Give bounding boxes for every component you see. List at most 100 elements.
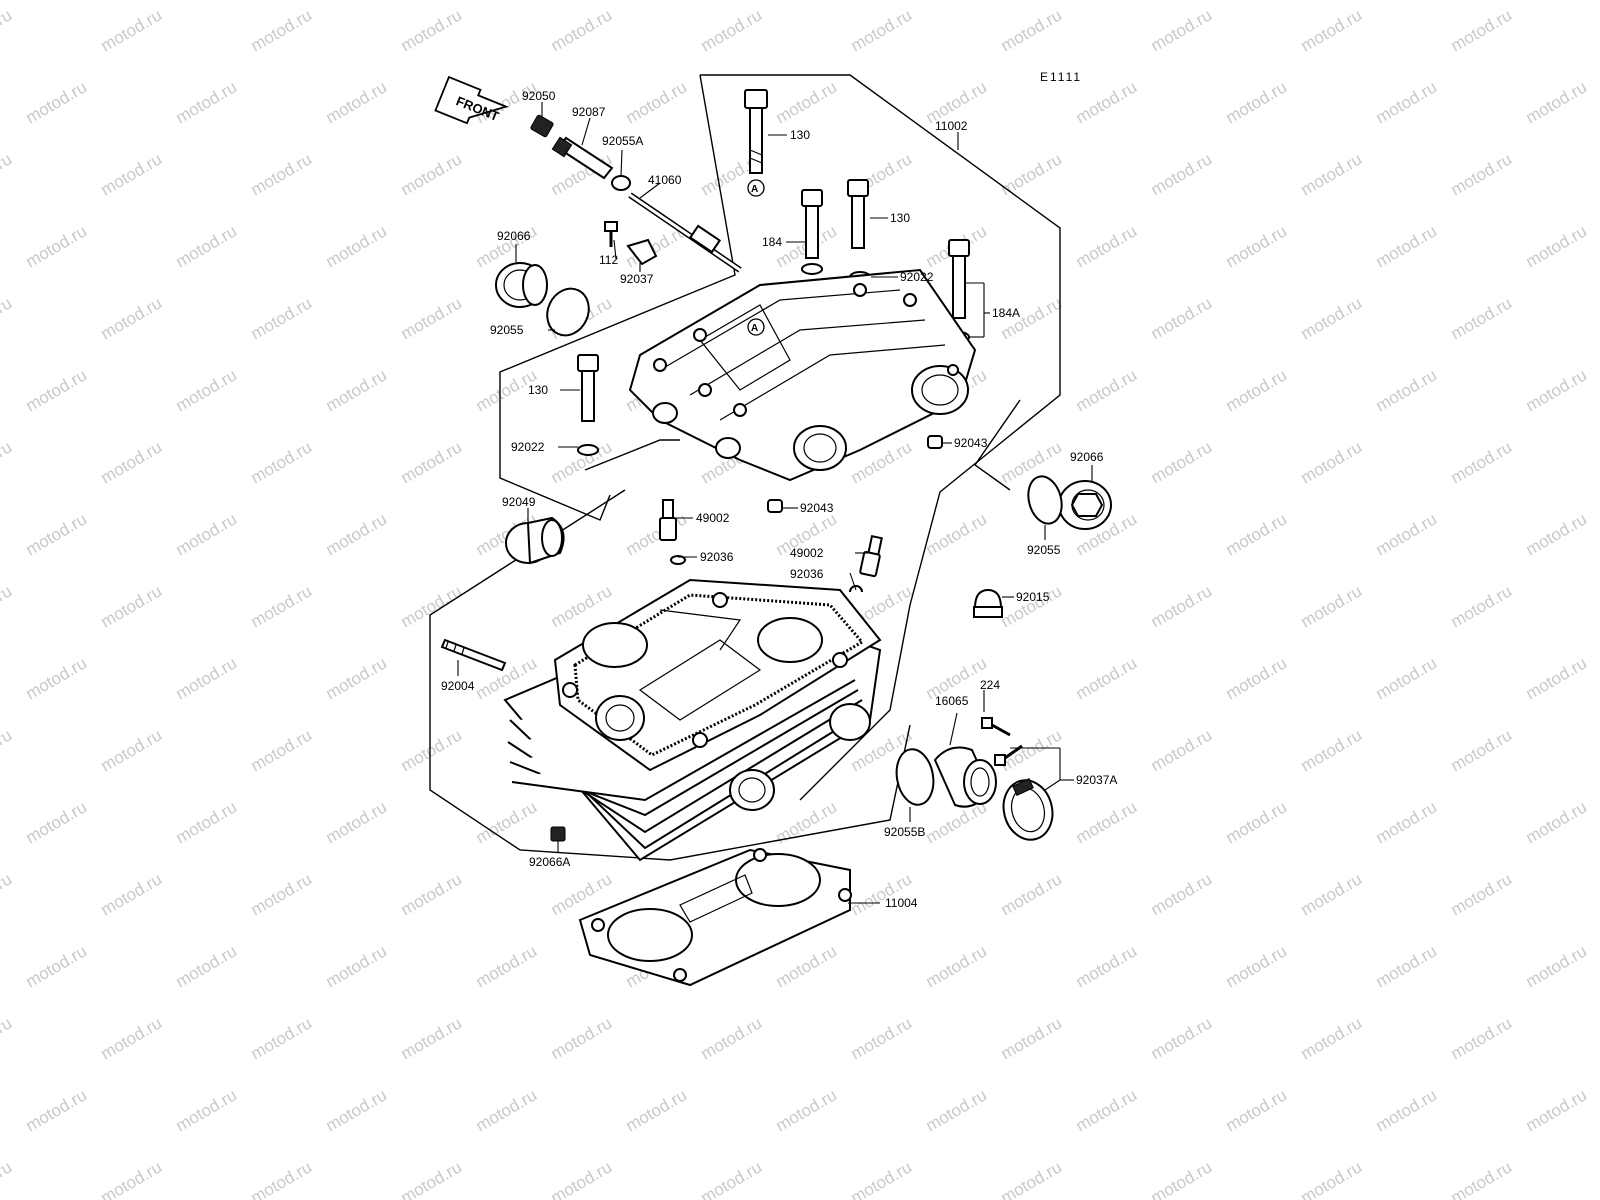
part-92049-plug [505, 516, 565, 565]
watermark-text: motod.ru [998, 437, 1066, 487]
watermark-text: motod.ru [398, 293, 466, 343]
watermark-text: motod.ru [1523, 365, 1591, 415]
watermark-text: motod.ru [1448, 725, 1516, 775]
watermark-text: motod.ru [98, 293, 166, 343]
watermark-text: motod.ru [1448, 869, 1516, 919]
watermark-text: motod.ru [1148, 437, 1216, 487]
watermark-text: motod.ru [1148, 293, 1216, 343]
watermark-text: motod.ru [623, 77, 691, 127]
callout-92015: 92015 [1016, 590, 1050, 604]
watermark-text: motod.ru [1298, 293, 1366, 343]
watermark-text: motod.ru [1148, 581, 1216, 631]
watermark-text: motod.ru [173, 77, 241, 127]
watermark-text: motod.ru [1523, 509, 1591, 559]
part-92015-acorn-nut [973, 588, 1003, 618]
watermark-text: motod.ru [1523, 1085, 1591, 1135]
watermark-text: motod.ru [1373, 797, 1441, 847]
watermark-text: motod.ru [1223, 941, 1291, 991]
callout-130-top: 130 [790, 128, 810, 142]
callout-92036-b: 92036 [790, 567, 824, 581]
watermark-text: motod.ru [248, 149, 316, 199]
watermark-text: motod.ru [1373, 653, 1441, 703]
watermark-text: motod.ru [1073, 221, 1141, 271]
part-92050-cap-nut [530, 114, 554, 138]
part-92066a-plug [550, 826, 566, 842]
part-184-bolt [801, 189, 823, 275]
watermark-text: motod.ru [1223, 365, 1291, 415]
callout-11004: 11004 [885, 896, 918, 910]
callout-92022-left: 92022 [511, 440, 545, 454]
watermark-text: motod.ru [23, 509, 91, 559]
callout-92050: 92050 [522, 89, 556, 103]
watermark-text: motod.ru [1148, 1157, 1216, 1200]
watermark-text: motod.ru [0, 581, 15, 631]
watermark-text: motod.ru [0, 149, 15, 199]
watermark-text: motod.ru [773, 77, 841, 127]
watermark-text: motod.ru [998, 581, 1066, 631]
watermark-text: motod.ru [0, 1157, 15, 1200]
watermark-text: motod.ru [848, 1013, 916, 1063]
watermark-text: motod.ru [323, 221, 391, 271]
callout-130-mid: 130 [890, 211, 910, 225]
part-92043-dowel-b [767, 499, 783, 513]
part-92037-plate [626, 238, 658, 266]
watermark-text: motod.ru [0, 437, 15, 487]
cover-left-frame [584, 439, 680, 471]
watermark-text: motod.ru [1073, 77, 1141, 127]
watermark-text: motod.ru [173, 365, 241, 415]
watermark-text: motod.ru [1223, 653, 1291, 703]
callout-92087: 92087 [572, 105, 606, 119]
watermark-text: motod.ru [1523, 797, 1591, 847]
part-49002-plug-b [849, 534, 883, 593]
watermark-text: motod.ru [1523, 941, 1591, 991]
part-92055b-ring [895, 748, 935, 806]
diagram-code: E1111 [1040, 70, 1082, 84]
callout-49002-a: 49002 [696, 511, 730, 525]
callout-92037a: 92037A [1076, 773, 1117, 787]
cover-right-frame [974, 399, 1021, 491]
watermark-text: motod.ru [248, 581, 316, 631]
part-49002-plug-a [659, 499, 686, 565]
watermark-text: motod.ru [1448, 149, 1516, 199]
watermark-text: motod.ru [1148, 1013, 1216, 1063]
watermark-text: motod.ru [698, 1157, 766, 1200]
watermark-text: motod.ru [98, 869, 166, 919]
watermark-text: motod.ru [1523, 221, 1591, 271]
watermark-text: motod.ru [1298, 581, 1366, 631]
watermark-text: motod.ru [248, 1013, 316, 1063]
callout-184a: 184A [992, 306, 1020, 320]
part-92087-oil-pipe [551, 136, 614, 180]
watermark-text: motod.ru [323, 1085, 391, 1135]
part-41060-shaft [628, 192, 742, 273]
watermark-text: motod.ru [1148, 5, 1216, 55]
callout-224: 224 [980, 678, 1000, 692]
head-lower-frame [429, 489, 911, 861]
ref-marker-a-cover: A [751, 323, 758, 334]
callout-92055-left: 92055 [490, 323, 524, 337]
watermark-text: motod.ru [23, 941, 91, 991]
watermark-text: motod.ru [98, 1013, 166, 1063]
head-frame [499, 74, 736, 521]
watermark-text: motod.ru [1223, 509, 1291, 559]
watermark-text: motod.ru [0, 293, 15, 343]
watermark-text: motod.ru [1223, 77, 1291, 127]
part-130-bolt-left [577, 354, 599, 456]
watermark-text: motod.ru [1298, 437, 1366, 487]
watermark-text: motod.ru [0, 1013, 15, 1063]
watermark-text: motod.ru [398, 581, 466, 631]
part-92055-ring-right [1027, 475, 1063, 525]
watermark-text: motod.ru [473, 941, 541, 991]
watermark-text: motod.ru [1523, 77, 1591, 127]
callout-92004: 92004 [441, 679, 475, 693]
ref-marker-a-top: A [751, 184, 758, 195]
watermark-text: motod.ru [848, 1157, 916, 1200]
watermark-text: motod.ru [473, 1085, 541, 1135]
watermark-text: motod.ru [1148, 869, 1216, 919]
watermark-text: motod.ru [1298, 5, 1366, 55]
watermark-text: motod.ru [1223, 797, 1291, 847]
watermark-text: motod.ru [173, 941, 241, 991]
watermark-text: motod.ru [323, 365, 391, 415]
leader-lines [457, 102, 1093, 904]
watermark-text: motod.ru [923, 1085, 991, 1135]
